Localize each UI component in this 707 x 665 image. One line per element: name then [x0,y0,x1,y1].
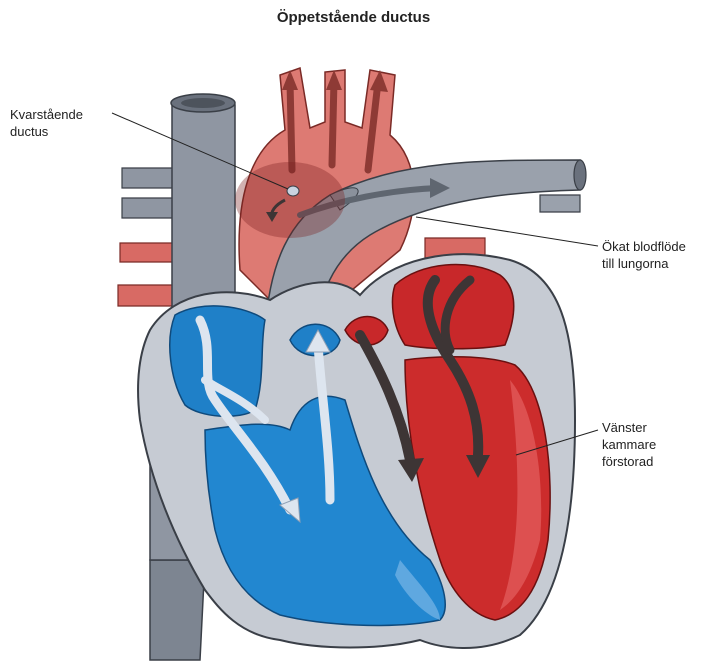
label-left-ventricle-line-3: förstorad [602,453,702,470]
label-blood-flow: Ökat blodflöde till lungorna [602,238,702,272]
label-ductus: Kvarstående ductus [10,106,120,140]
label-left-ventricle-line-2: kammare [602,436,702,453]
label-ductus-line-2: ductus [10,123,120,140]
label-left-ventricle: Vänster kammare förstorad [602,419,702,470]
aorta-arrow-2 [332,80,334,165]
pulmonary-artery-lower [540,195,580,212]
ductus-opening [287,186,299,196]
label-ductus-line-1: Kvarstående [10,106,120,123]
label-left-ventricle-line-1: Vänster [602,419,702,436]
aorta-arrow-1 [290,82,292,170]
label-blood-flow-line-2: till lungorna [602,255,702,272]
label-blood-flow-line-1: Ökat blodflöde [602,238,702,255]
